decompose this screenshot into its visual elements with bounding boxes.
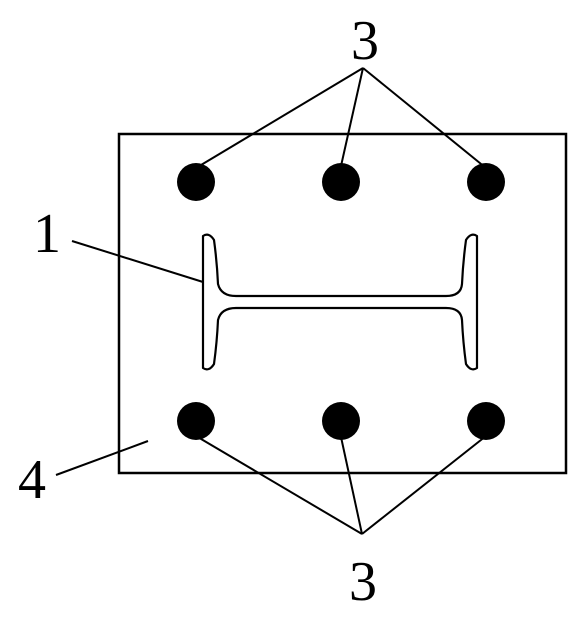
rebar-top-right	[467, 163, 505, 201]
label-steel-section: 1	[33, 203, 61, 265]
label-rebar-bottom: 3	[349, 551, 377, 613]
leader-lines-top	[195, 67, 487, 169]
rebar-bottom-right	[467, 402, 505, 440]
rebar-bottom-middle	[322, 402, 360, 440]
label-concrete: 4	[18, 449, 46, 511]
rebar-bottom-left	[177, 402, 215, 440]
steel-i-beam	[201, 233, 479, 371]
leader-lines-bottom	[195, 435, 487, 535]
rebar-top-left	[177, 163, 215, 201]
leader-line-concrete	[55, 440, 149, 476]
leader-line-steel	[71, 240, 204, 283]
concrete-section	[117, 132, 568, 475]
rebar-top-middle	[322, 163, 360, 201]
label-rebar-top: 3	[351, 10, 379, 72]
